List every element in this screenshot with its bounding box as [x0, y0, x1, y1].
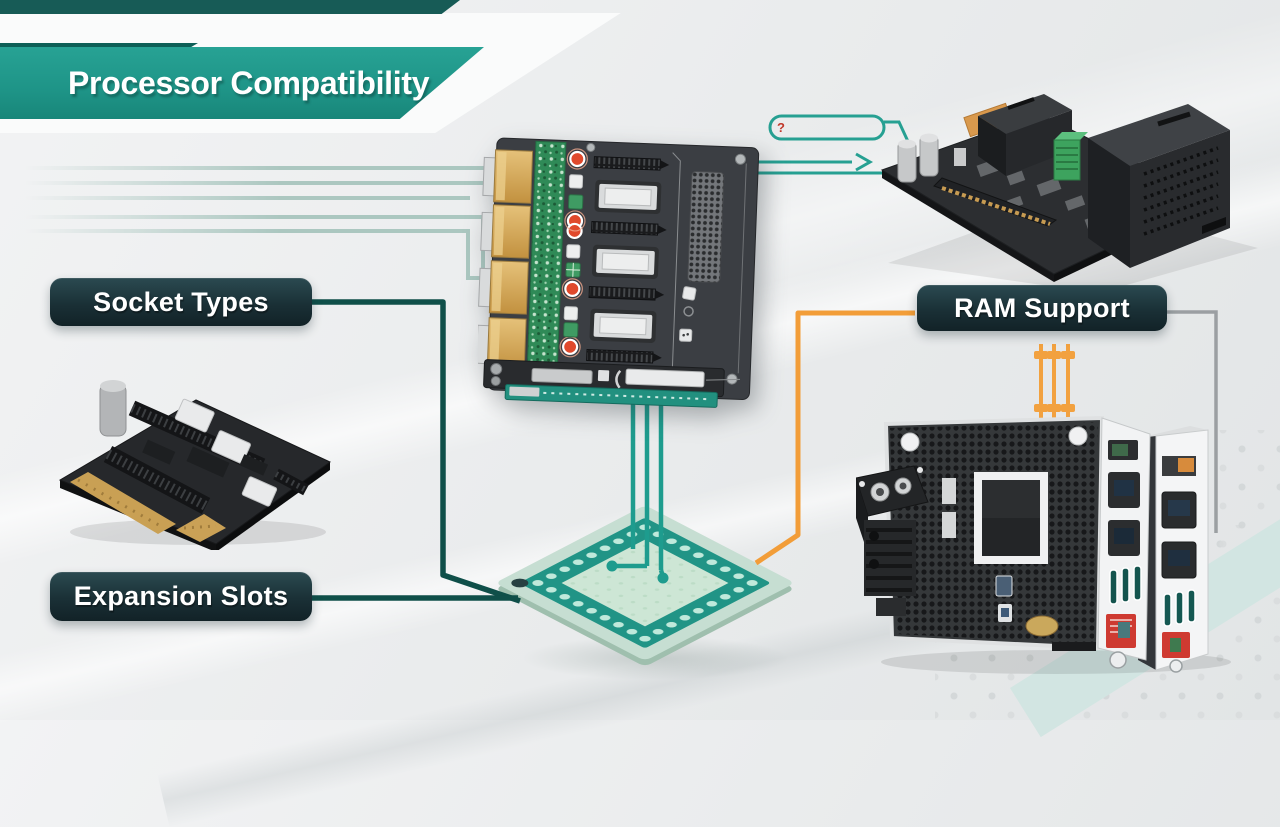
sticker-orange: [1178, 458, 1194, 472]
question-mark: ?: [777, 120, 785, 135]
teal-slots: [1109, 565, 1142, 605]
mesh-pattern: [687, 171, 724, 283]
motherboard-image: [880, 94, 1258, 288]
trace-pad: [657, 572, 669, 584]
screw: [1068, 426, 1088, 446]
memory-slots: [589, 179, 662, 343]
ram-support-label: RAM Support: [954, 292, 1130, 323]
gold-badge: [1025, 615, 1059, 637]
ram-support-badge: RAM Support: [917, 285, 1167, 331]
stamp-logo: [1169, 659, 1183, 673]
teal-slots: [1163, 589, 1196, 627]
ram-towers-image: [856, 415, 1231, 674]
trace-pad: [606, 560, 618, 572]
ram-tower-front-side: [1097, 417, 1151, 669]
sage-connector-lines: [25, 166, 512, 294]
expansion-slots-badge: Expansion Slots: [50, 572, 312, 621]
expansion-card-image: [58, 380, 331, 550]
capacitor: [99, 380, 127, 437]
socket-types-label: Socket Types: [93, 286, 269, 317]
expansion-slots-label: Expansion Slots: [73, 581, 289, 611]
screw: [900, 432, 920, 452]
ram-tower-front: [883, 415, 1105, 651]
socket-types-badge: Socket Types: [50, 278, 312, 326]
top-edge-ribbon: [0, 0, 460, 14]
stamp-logo: [1109, 651, 1127, 669]
chip: [995, 575, 1013, 597]
page-title: Processor Compatibility: [68, 64, 430, 101]
title-banner: Processor Compatibility: [0, 47, 484, 119]
central-board-diagram: [478, 137, 760, 408]
board-to-socket-lines: [612, 400, 666, 578]
